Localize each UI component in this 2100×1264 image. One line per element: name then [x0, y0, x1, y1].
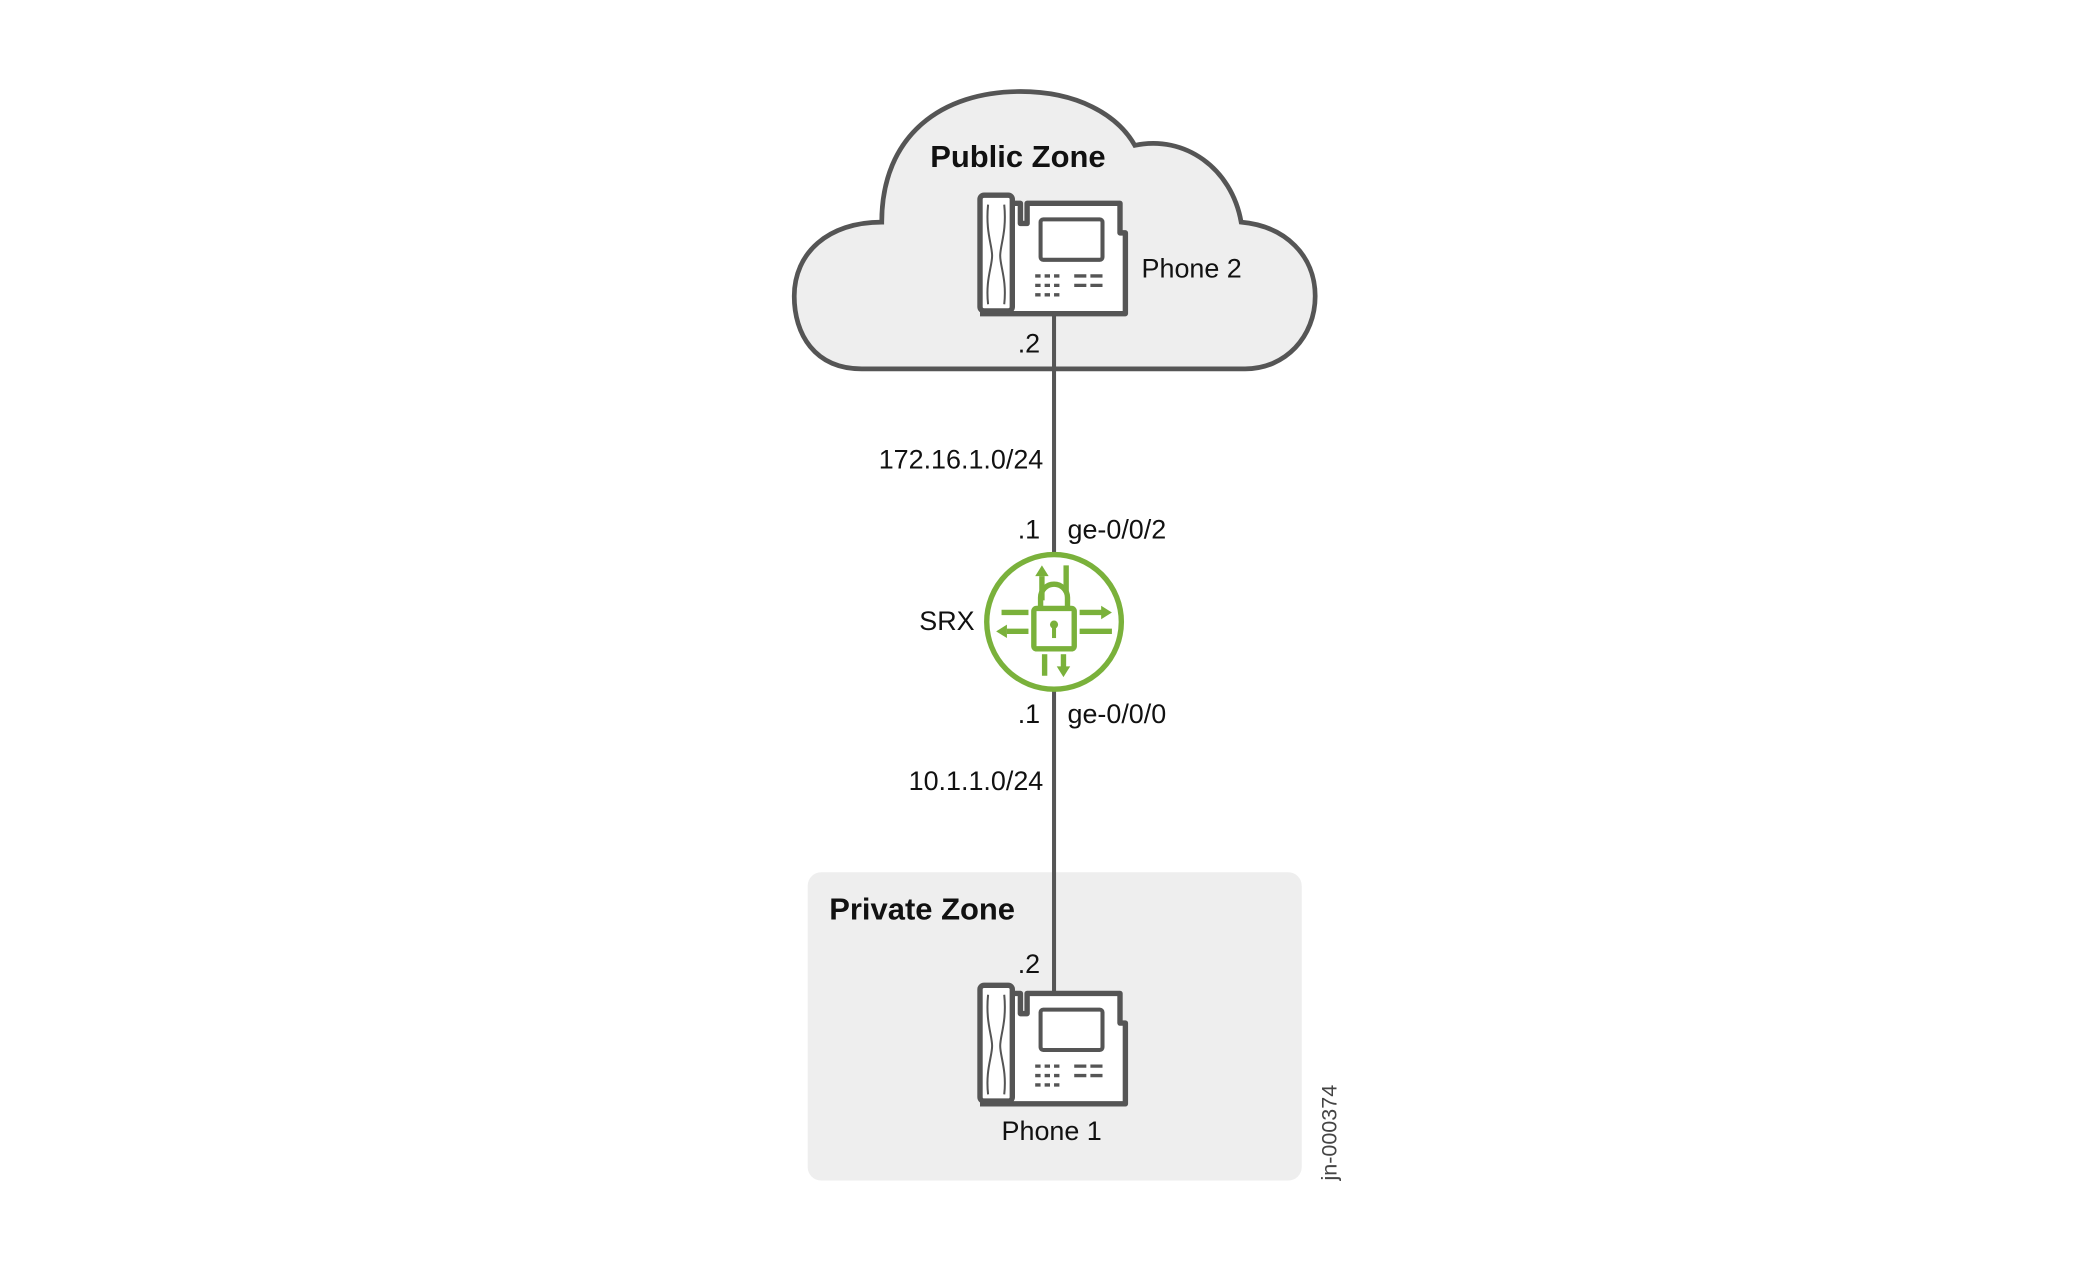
private-zone-label: Private Zone: [829, 891, 1015, 926]
srx-private-host: .1: [1018, 699, 1040, 729]
phone-1-label: Phone 1: [1002, 1116, 1102, 1146]
phone-1-host: .2: [1018, 949, 1040, 979]
srx-private-interface: ge-0/0/0: [1067, 699, 1166, 729]
srx-public-interface: ge-0/0/2: [1067, 514, 1166, 544]
figure-id: jn-000374: [1318, 1085, 1342, 1182]
phone-2-host: .2: [1018, 329, 1040, 359]
phone-2-icon: [980, 195, 1125, 313]
phone-2-label: Phone 2: [1142, 253, 1242, 283]
phone-1-icon: [980, 985, 1125, 1103]
public-subnet-label: 172.16.1.0/24: [879, 444, 1044, 474]
srx-firewall-icon: [984, 551, 1125, 692]
private-subnet-label: 10.1.1.0/24: [909, 766, 1044, 796]
srx-label: SRX: [919, 606, 974, 636]
public-zone-label: Public Zone: [930, 139, 1105, 174]
srx-public-host: .1: [1018, 514, 1040, 544]
